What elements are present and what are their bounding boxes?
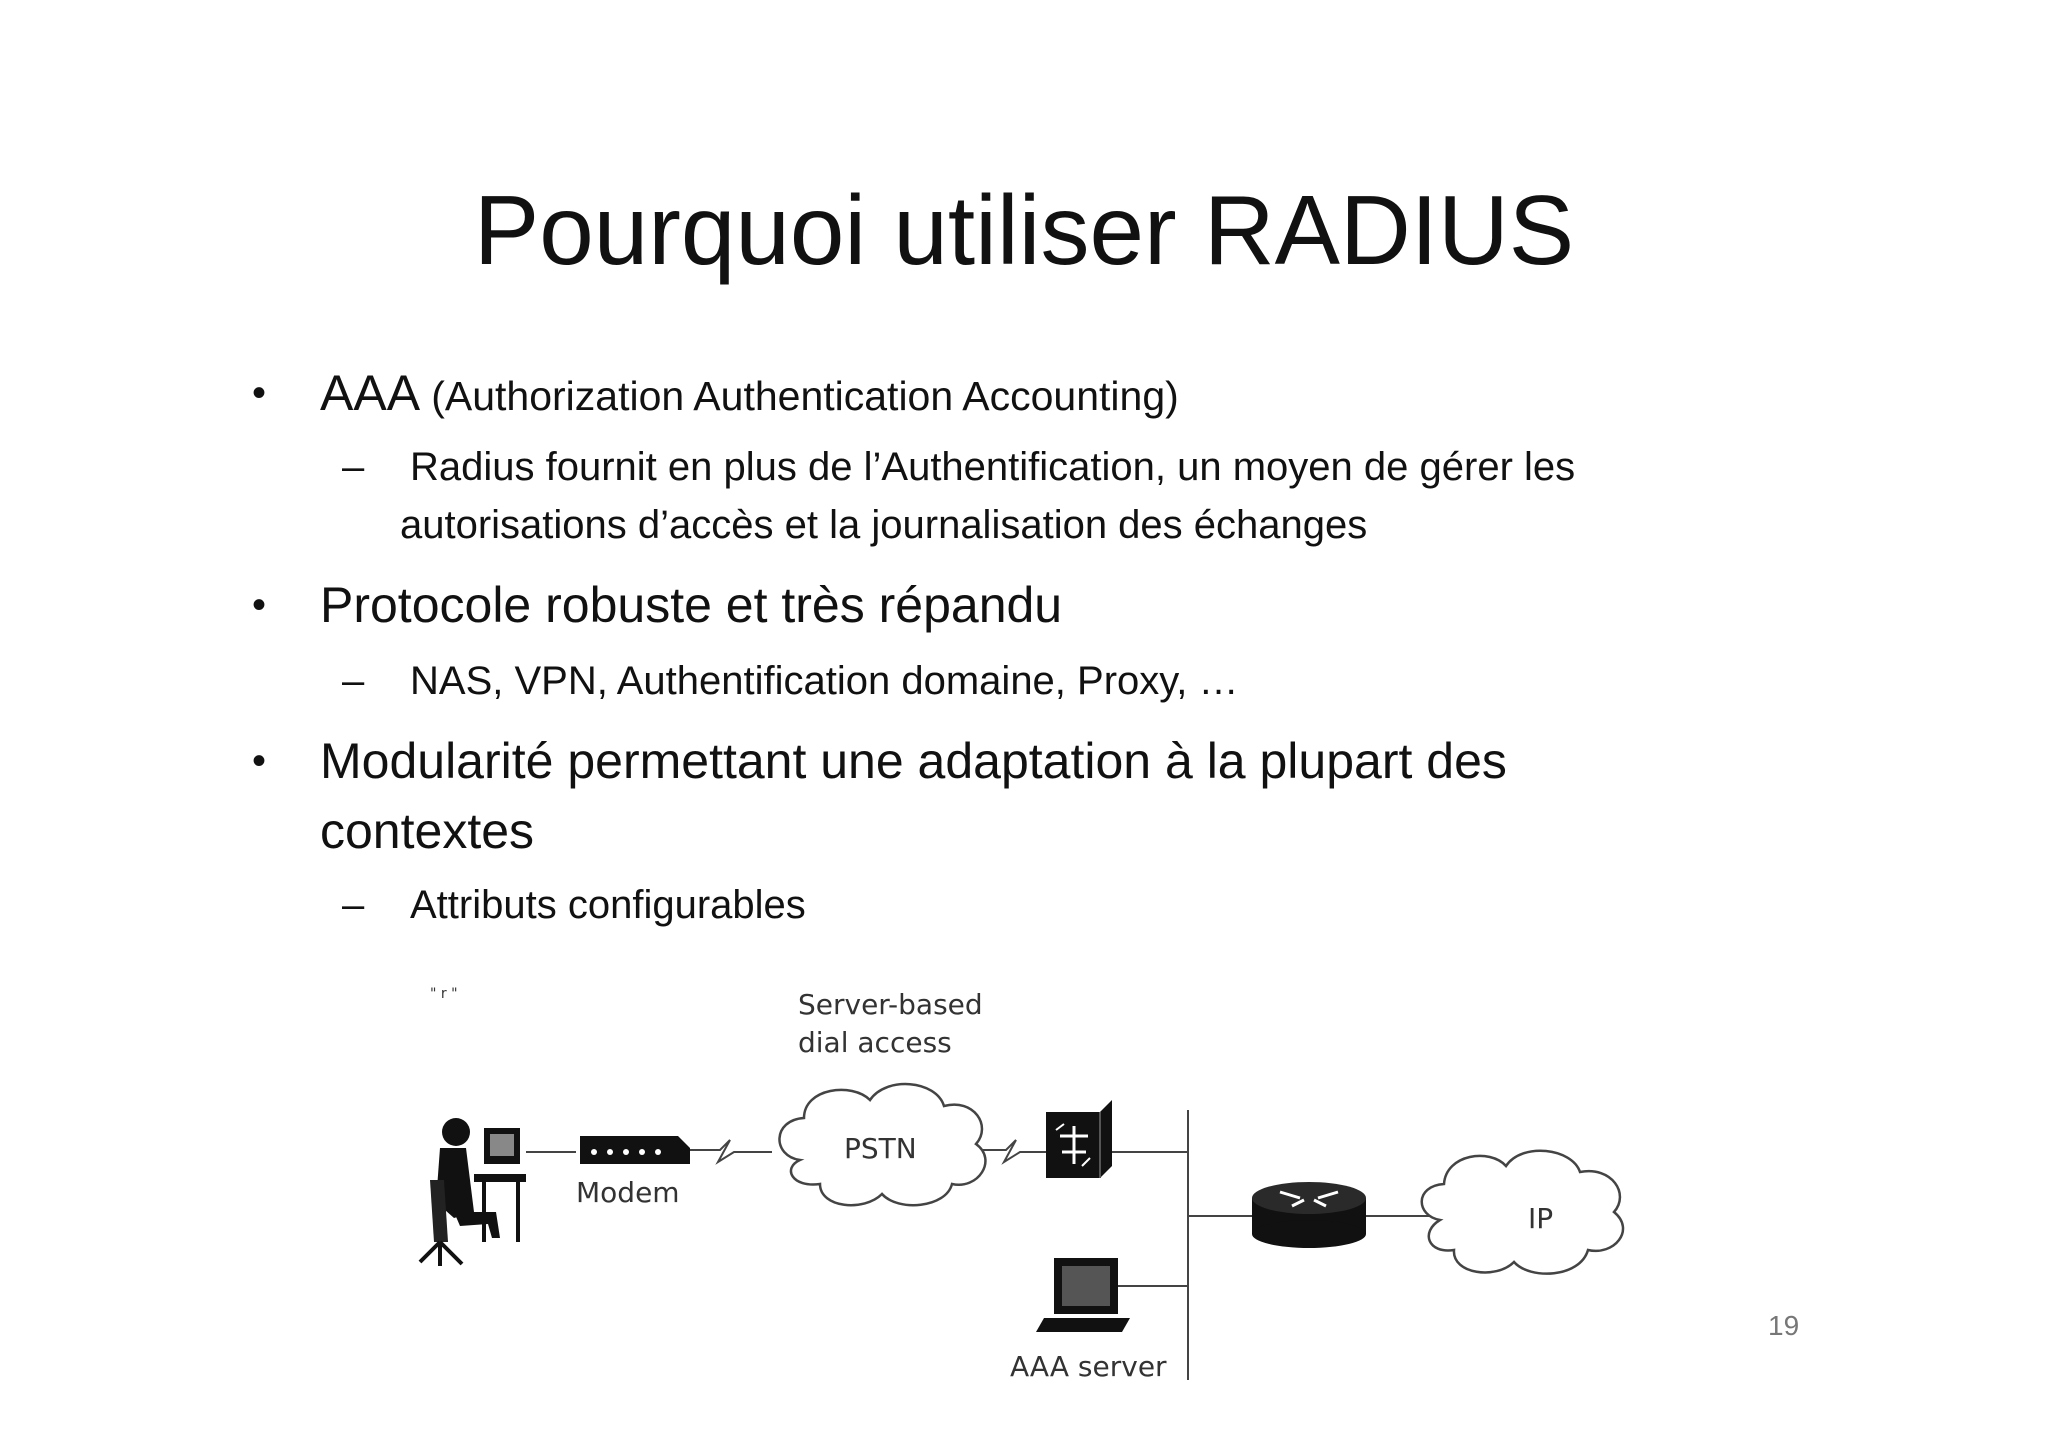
bullet-item: • Modularité permettant une adaptation à… [252,726,1507,796]
modem-icon [580,1136,690,1164]
bullet-head: AAA [320,365,418,421]
page-number: 19 [1768,1310,1800,1341]
aaa-server-icon [1036,1258,1130,1332]
slide-title: Pourquoi utiliser RADIUS [473,175,1575,285]
bullet-marker: • [252,739,267,783]
sub-bullet-item: – Radius fournit en plus de l’Authentifi… [342,438,1576,496]
dialup-link [982,1139,1046,1165]
bullet-marker: • [252,371,267,415]
bullet-continuation: contextes [320,796,534,866]
router-icon [1252,1182,1366,1248]
sub-bullet-text: NAS, VPN, Authentification domaine, Prox… [410,659,1239,703]
access-server-icon [1046,1100,1112,1178]
diagram-caption-line2: dial access [798,1026,952,1059]
ip-cloud-icon [1420,1149,1625,1275]
sub-bullet-marker: – [342,659,365,703]
bullet-item: • AAA (Authorization Authentication Acco… [252,358,1179,431]
bullet-text: Modularité permettant une adaptation à l… [320,733,1507,789]
bullet-item: • Protocole robuste et très répandu [252,570,1063,640]
network-diagram: " r " Server-based dial access [400,980,1700,1400]
aaa-server-label: AAA server [1010,1350,1167,1383]
sub-bullet-item: – NAS, VPN, Authentification domaine, Pr… [342,652,1239,710]
corner-mark: " r " [430,986,458,1002]
bullet-marker: • [252,583,267,627]
diagram-caption-line1: Server-based [798,988,983,1021]
sub-bullet-text: Radius fournit en plus de l’Authentifica… [410,445,1576,489]
pstn-label: PSTN [844,1132,917,1165]
pstn-cloud-icon [778,1082,987,1207]
dialup-link [690,1139,772,1165]
ip-label: IP [1528,1202,1553,1235]
sub-bullet-marker: – [342,883,365,927]
bullet-text: contextes [320,803,535,859]
sub-bullet-text: autorisations d’accès et la journalisati… [400,503,1368,547]
sub-bullet-marker: – [342,445,365,489]
user-workstation-icon [418,1118,526,1266]
sub-bullet-item: – Attributs configurables [342,876,806,934]
bullet-text: Protocole robuste et très répandu [320,577,1063,633]
sub-bullet-continuation: autorisations d’accès et la journalisati… [400,496,1367,554]
sub-bullet-text: Attributs configurables [410,883,806,927]
modem-label: Modem [576,1176,680,1209]
bullet-text: (Authorization Authentication Accounting… [431,373,1179,419]
